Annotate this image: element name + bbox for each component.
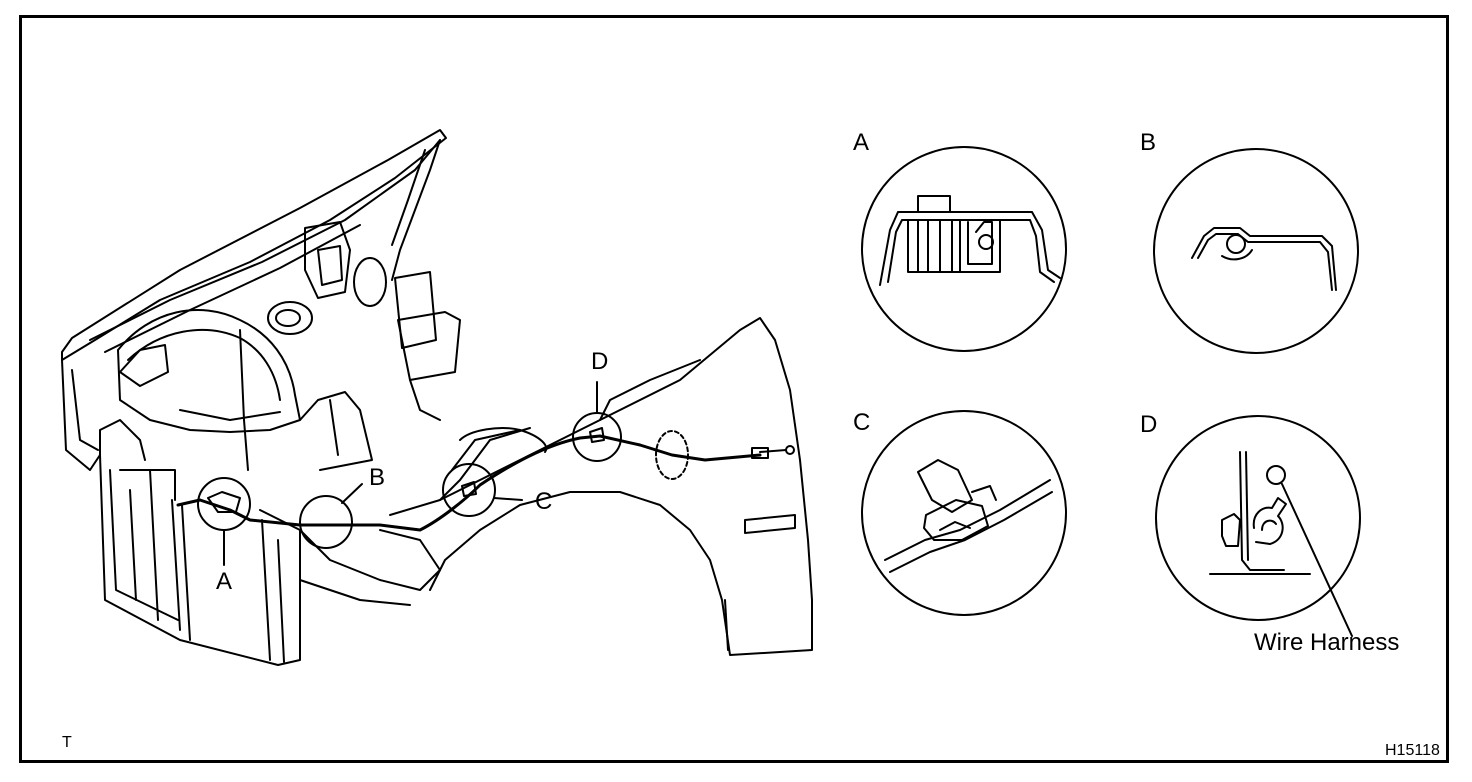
main-callout-label-c: C (535, 488, 553, 515)
main-callout-label-a: A (216, 568, 233, 595)
wire-harness-annotation: Wire Harness (1254, 629, 1400, 656)
detail-label-c: C (853, 409, 871, 436)
detail-b-drawing (1153, 148, 1359, 354)
wire-harness-route (176, 434, 795, 532)
detail-a-drawing (861, 146, 1067, 352)
main-callout-circle-c (442, 463, 496, 517)
main-callout-circle-a (197, 477, 251, 531)
figure-frame (19, 15, 1449, 763)
corner-mark: T (62, 734, 72, 751)
detail-c-drawing (861, 410, 1067, 616)
vehicle-body-drawing (61, 129, 813, 666)
main-callout-label-b: B (369, 464, 386, 491)
figure-code: H15118 (1385, 742, 1440, 759)
main-callout-circle-b (299, 495, 353, 549)
detail-label-a: A (853, 129, 870, 156)
detail-label-b: B (1140, 129, 1157, 156)
main-callout-label-d: D (591, 348, 609, 375)
main-callout-circles (197, 381, 622, 566)
detail-d-drawing (1155, 415, 1361, 637)
detail-label-d: D (1140, 411, 1158, 438)
